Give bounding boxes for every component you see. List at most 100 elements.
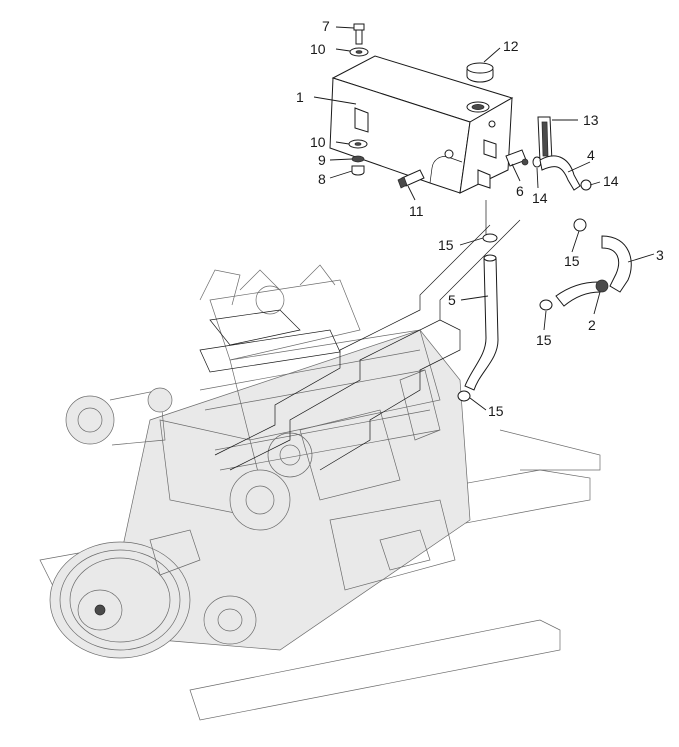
engine-mount-front [149, 529, 201, 576]
callout-13: 13 [583, 112, 599, 128]
leader-lines [313, 26, 655, 411]
hose-4 [539, 155, 581, 191]
bracket-outline-right [319, 319, 461, 471]
leader-10a [335, 48, 351, 52]
filter-cap [147, 387, 173, 413]
nut [351, 165, 365, 176]
callout-10-bottom: 10 [310, 134, 326, 150]
engine-assembly [39, 264, 601, 721]
leader-10b [335, 141, 350, 145]
leader-14a [536, 167, 539, 189]
bracket-outline [199, 219, 521, 471]
flywheel-housing [203, 595, 257, 645]
leader-14b [589, 181, 601, 186]
frame-rail-lower [189, 619, 561, 721]
engine-upper-manifold [209, 279, 361, 361]
callout-11: 11 [409, 203, 424, 219]
tank-front [329, 77, 471, 194]
clamp-hose-5-lower [457, 390, 471, 402]
tank-mount-bracket-right [477, 169, 491, 189]
sensor-connector [397, 176, 408, 189]
hose-5 [457, 233, 499, 402]
callout-9: 9 [318, 152, 326, 168]
outlet-fitting-seal [521, 158, 529, 166]
engine-mount-rear [379, 529, 431, 571]
bolt-head [353, 23, 365, 31]
callout-labels: 1 2 3 4 5 6 7 8 9 10 10 11 12 13 14 14 1… [296, 18, 664, 419]
sight-glass [537, 116, 553, 163]
callout-10-top: 10 [310, 41, 326, 57]
pulley-hub [77, 589, 123, 631]
outlet-fitting [505, 149, 542, 168]
alternator-hub [245, 485, 275, 515]
crankshaft-pulley [49, 541, 191, 659]
tank-fitting-sight-top [488, 120, 496, 128]
alternator [229, 469, 291, 531]
leader-15b [571, 230, 580, 253]
leader-15c [543, 310, 547, 331]
callout-5: 5 [448, 292, 456, 308]
leader-12 [483, 47, 501, 63]
callout-1: 1 [296, 89, 304, 105]
callout-15-hose3: 15 [564, 253, 580, 269]
leader-1 [313, 96, 357, 105]
turbocharger-housing [65, 395, 115, 445]
bracket-outline-upper [229, 219, 521, 471]
callout-2: 2 [588, 317, 596, 333]
bracket-outline-lower [214, 224, 491, 456]
clamp-upper-b [580, 179, 592, 191]
callout-8: 8 [318, 171, 326, 187]
tank-mount-bracket-left [354, 107, 369, 133]
pulley-outer [49, 541, 191, 659]
sight-glass-window [541, 121, 549, 157]
engine-filler-boss [255, 285, 285, 315]
clamp-hose-5-upper [482, 233, 498, 243]
pulley-bolt [94, 604, 106, 616]
engine-ribs [199, 349, 441, 471]
leader-4 [567, 161, 591, 173]
clamp-hose-2 [595, 279, 609, 293]
lock-washer [351, 155, 365, 163]
clamp-hose-3-upper [573, 218, 587, 232]
leader-11 [407, 185, 416, 201]
pulley-groove-1 [59, 549, 181, 651]
hose-2 [539, 279, 609, 311]
engine-rear-housing [399, 369, 441, 441]
callout-15-hose5: 15 [488, 403, 504, 419]
tank-fitting-front [444, 149, 454, 159]
filler-cap-top [466, 62, 494, 74]
clamp-upper-a [532, 156, 542, 168]
filler-cap [466, 62, 494, 83]
flywheel-center [217, 608, 243, 632]
callout-14-right: 14 [603, 173, 619, 189]
leader-2 [593, 291, 601, 315]
frame-crossmember [499, 429, 601, 471]
leader-8 [329, 170, 353, 179]
pulley-groove-2 [69, 557, 171, 643]
washer-lower-hole [354, 142, 362, 146]
leader-6 [511, 163, 521, 182]
bracket-plate-1 [209, 309, 301, 346]
callout-3: 3 [656, 247, 664, 263]
turbocharger-inlet [77, 407, 103, 433]
callout-6: 6 [516, 183, 524, 199]
hose-2-body [555, 281, 601, 307]
hose-3 [573, 218, 632, 293]
mounting-bolt-stack [348, 23, 369, 176]
bracket-plate-2 [199, 329, 341, 373]
bolt-shank [355, 29, 363, 45]
leader-9 [329, 158, 353, 161]
leader-5 [460, 295, 489, 301]
leader-7 [335, 26, 355, 29]
engine-bracket [199, 269, 241, 306]
callout-15-hose-top: 15 [438, 237, 454, 253]
leader-3 [627, 253, 655, 263]
engine-head [229, 329, 441, 441]
leader-15a [459, 237, 484, 246]
clamp-hose-2-lower [539, 299, 553, 311]
callout-14-left: 14 [532, 190, 548, 206]
flywheel-cover [203, 595, 257, 645]
callout-15-hose2: 15 [536, 332, 552, 348]
